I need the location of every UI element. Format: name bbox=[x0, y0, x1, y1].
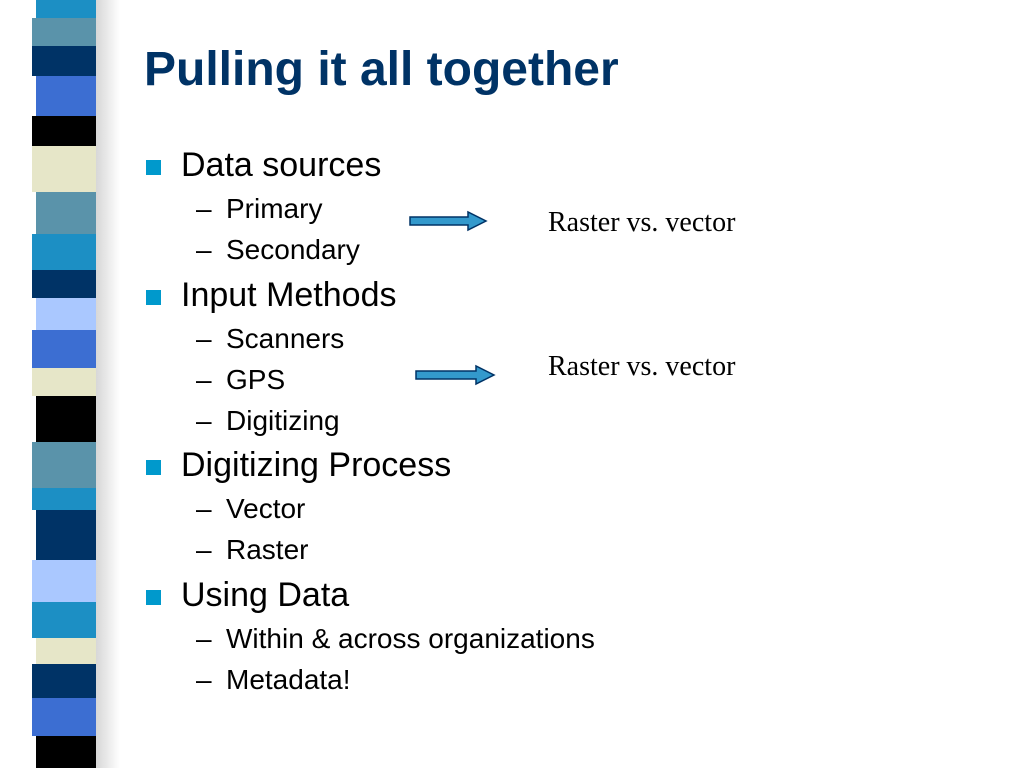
square-bullet-icon bbox=[146, 460, 161, 475]
dash-marker: – bbox=[196, 234, 212, 265]
stripe-band bbox=[32, 664, 96, 698]
stripe-band bbox=[36, 638, 96, 664]
stripe-band bbox=[32, 116, 96, 146]
stripe-band bbox=[32, 368, 96, 396]
square-bullet-icon bbox=[146, 160, 161, 175]
bullet-label: Digitizing Process bbox=[181, 446, 452, 484]
right-arrow-icon bbox=[409, 210, 488, 232]
dash-marker: – bbox=[196, 664, 212, 695]
subbullet-label: Secondary bbox=[226, 234, 360, 265]
subbullet-label: Vector bbox=[226, 493, 306, 524]
stripe-band bbox=[32, 330, 96, 368]
stripe-band bbox=[36, 192, 96, 234]
stripe-band bbox=[36, 510, 96, 560]
subbullet-label: Scanners bbox=[226, 323, 345, 354]
dash-marker: – bbox=[196, 405, 212, 436]
dash-marker: – bbox=[196, 323, 212, 354]
stripe-band bbox=[32, 270, 96, 298]
subbullet-label: Within & across organizations bbox=[226, 623, 595, 654]
subbullet-label: GPS bbox=[226, 364, 286, 395]
square-bullet-icon bbox=[146, 290, 161, 305]
dash-marker: – bbox=[196, 623, 212, 654]
right-arrow-icon bbox=[415, 364, 496, 386]
stripe-band bbox=[36, 298, 96, 330]
dash-marker: – bbox=[196, 364, 212, 395]
side-stripe-decoration bbox=[32, 0, 96, 768]
stripe-band bbox=[32, 442, 96, 488]
stripe-band bbox=[32, 18, 96, 46]
stripe-band bbox=[32, 46, 96, 76]
side-stripe-shadow bbox=[92, 0, 120, 768]
stripe-band bbox=[36, 0, 96, 18]
annotation-raster-vs-vector: Raster vs. vector bbox=[548, 207, 736, 238]
stripe-band bbox=[36, 396, 96, 442]
subbullet-label: Raster bbox=[226, 534, 309, 565]
stripe-band bbox=[32, 560, 96, 602]
dash-marker: – bbox=[196, 193, 212, 224]
stripe-band bbox=[36, 736, 96, 768]
stripe-band bbox=[36, 76, 96, 116]
subbullet-label: Primary bbox=[226, 193, 323, 224]
stripe-band bbox=[32, 488, 96, 510]
subbullet-label: Digitizing bbox=[226, 405, 340, 436]
dash-marker: – bbox=[196, 493, 212, 524]
stripe-band bbox=[32, 146, 96, 192]
bullet-label: Using Data bbox=[181, 576, 350, 614]
bullet-label: Data sources bbox=[181, 146, 382, 184]
stripe-band bbox=[32, 234, 96, 270]
subbullet-label: Metadata! bbox=[226, 664, 351, 695]
stripe-band bbox=[32, 698, 96, 736]
bullet-label: Input Methods bbox=[181, 276, 397, 314]
dash-marker: – bbox=[196, 534, 212, 565]
annotation-raster-vs-vector: Raster vs. vector bbox=[548, 351, 736, 382]
stripe-band bbox=[32, 602, 96, 638]
slide-title: Pulling it all together bbox=[144, 43, 619, 96]
square-bullet-icon bbox=[146, 590, 161, 605]
